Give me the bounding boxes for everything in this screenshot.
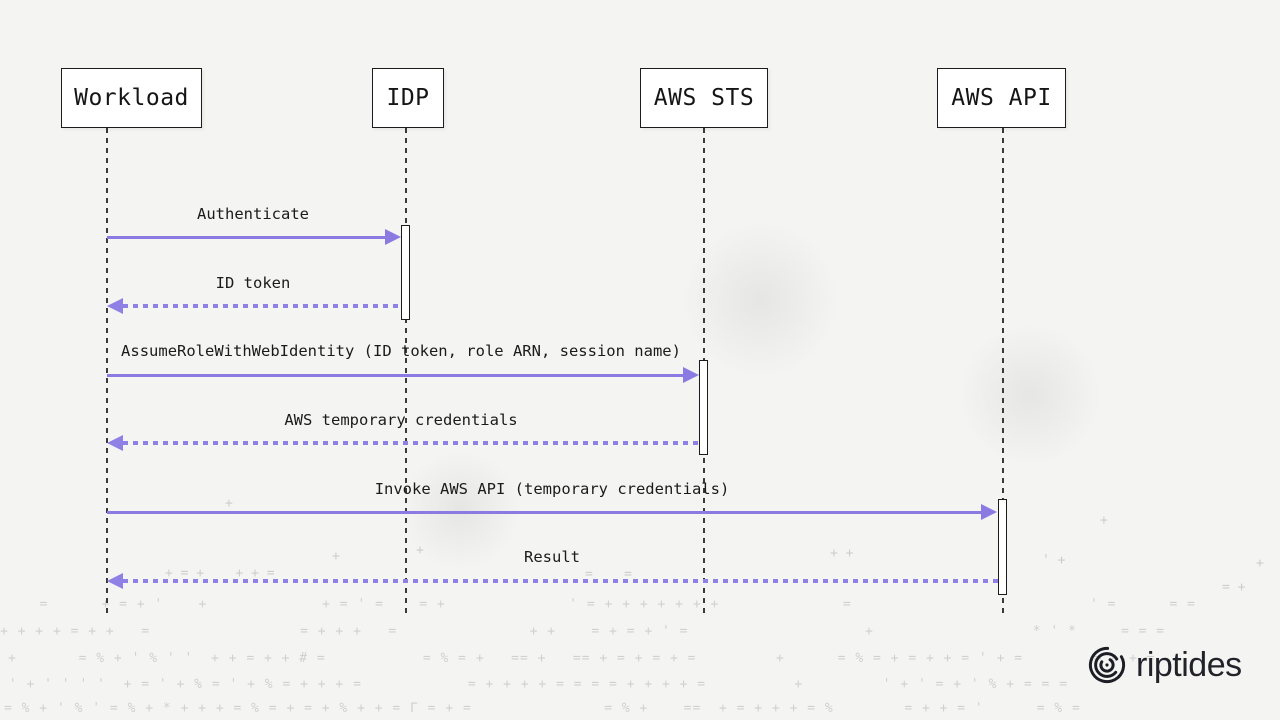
participant-label: AWS API [951,85,1052,111]
message-arrow-temp-credentials [123,441,699,445]
riptides-logo: riptides [1086,644,1242,686]
texture-glyph: + [1100,513,1108,528]
arrowhead-right-icon [385,229,401,245]
message-arrow-invoke-api [107,511,982,514]
lifeline-idp [405,128,407,613]
message-label-authenticate: Authenticate [197,205,309,223]
texture-glyph: = + [1222,580,1246,595]
arrowhead-right-icon [981,504,997,520]
texture-row: ' + ' ' ' ' + = ' + % = ' + % = + + + = … [0,677,1069,692]
arrowhead-left-icon [107,298,123,314]
lifeline-workload [106,128,108,613]
participant-aws-api: AWS API [937,68,1066,128]
activation-bar-aws-sts [699,360,708,455]
message-label-temp-credentials: AWS temporary credentials [284,411,518,429]
participant-label: IDP [386,85,430,111]
message-label-invoke-api: Invoke AWS API (temporary credentials) [374,480,730,498]
texture-glyph: + [225,496,233,511]
participant-workload: Workload [61,68,202,128]
texture-glyph: + [1256,556,1264,571]
texture-row: = % + ' % ' = % + * + + + = % = + = + % … [4,701,1081,716]
activation-bar-idp [401,225,410,320]
message-arrow-result [123,579,998,583]
riptides-spiral-icon [1086,644,1128,686]
participant-label: Workload [74,85,189,111]
activation-bar-aws-api [998,499,1007,595]
riptides-wordmark: riptides [1136,645,1242,684]
message-arrow-authenticate [107,236,386,239]
background-blob [935,300,1125,490]
participant-label: AWS STS [653,85,755,111]
message-arrow-assume-role [107,374,684,377]
participant-aws-sts: AWS STS [640,68,768,128]
participant-idp: IDP [372,68,444,128]
message-label-result: Result [524,548,580,566]
arrowhead-left-icon [107,435,123,451]
message-arrow-id-token [123,304,401,308]
arrowhead-right-icon [683,367,699,383]
texture-row: = + = + ' + + = ' = = + ' = + + + + + + … [22,597,1196,612]
texture-row: + + + + = + + = = + + + = + + = + = + ' … [0,624,1166,639]
message-label-assume-role: AssumeRoleWithWebIdentity (ID token, rol… [121,342,681,360]
texture-row: + = % + ' % ' ' + + = + + # = = % = + ==… [8,651,1156,666]
texture-glyph: ' + [1042,553,1066,568]
arrowhead-left-icon [107,573,123,589]
message-label-id-token: ID token [215,274,291,292]
lifeline-aws-api [1002,128,1004,618]
